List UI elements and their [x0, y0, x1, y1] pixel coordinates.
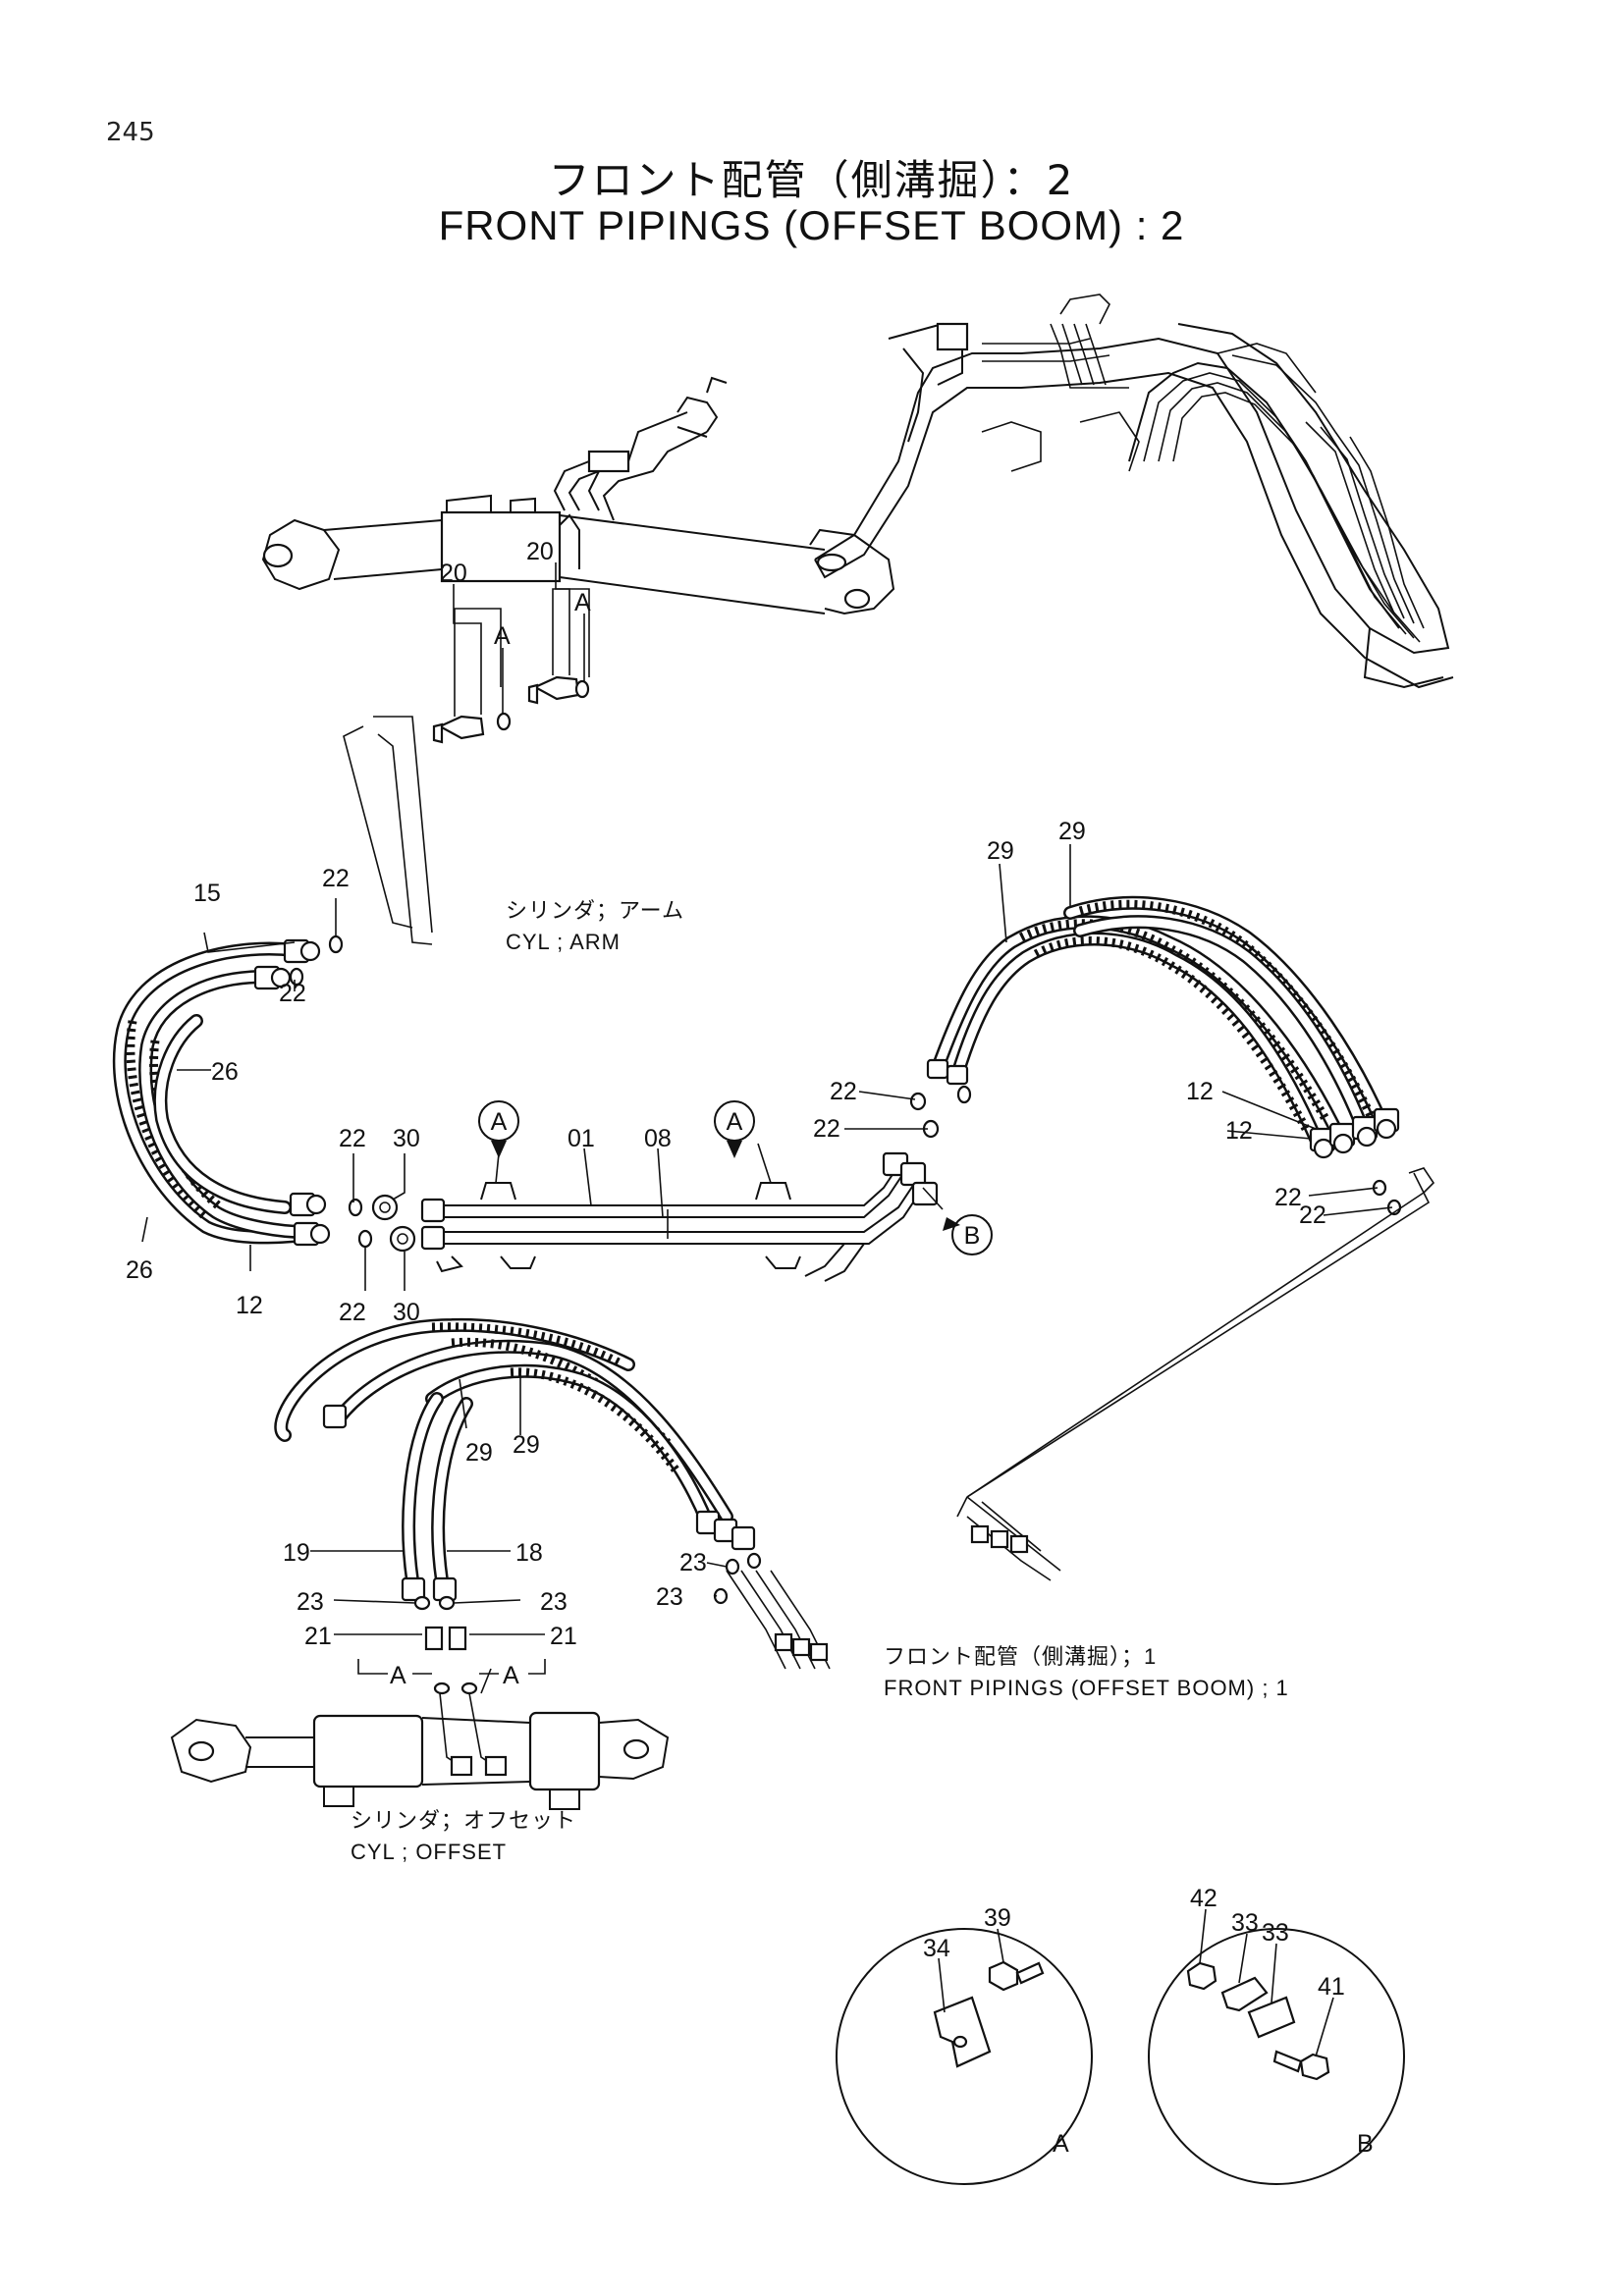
- callout-41: 41: [1318, 1973, 1345, 2001]
- excavator-overview-illustration: [814, 294, 1454, 689]
- title-english: FRONT PIPINGS (OFFSET BOOM) : 2: [438, 202, 1185, 248]
- label-cyl-arm-en: CYL ; ARM: [506, 930, 621, 954]
- label-cyl-offset-jp: シリンダ；オフセット: [351, 1808, 576, 1833]
- callout-26-b: 26: [126, 1256, 153, 1284]
- text-labels: シリンダ；アーム CYL ; ARM フロント配管（側溝掘）；1 FRONT P…: [351, 898, 1374, 2158]
- callout-23-b: 23: [540, 1588, 568, 1616]
- callout-A-a: A: [494, 622, 511, 650]
- lower-hose-assembly: [274, 1317, 1061, 1670]
- callout-19: 19: [283, 1539, 310, 1567]
- callout-30-a: 30: [393, 1125, 420, 1152]
- callout-23-a: 23: [297, 1588, 324, 1616]
- callout-A-b: A: [574, 589, 591, 616]
- right-hose-assembly: [909, 895, 1435, 1518]
- callout-01: 01: [568, 1125, 595, 1152]
- callout-08: 08: [644, 1125, 672, 1152]
- callout-23-c: 23: [679, 1549, 707, 1576]
- arm-cylinder-illustration: [261, 376, 895, 615]
- callout-15: 15: [193, 880, 221, 907]
- callout-A-c: A: [491, 1108, 508, 1136]
- callout-39: 39: [984, 1904, 1011, 1932]
- offset-cylinder-illustration: [170, 1595, 670, 1810]
- steel-pipe-assembly: [420, 1151, 939, 1282]
- callout-A-f: A: [503, 1662, 519, 1689]
- callout-33-b: 33: [1262, 1919, 1289, 1947]
- callout-34: 34: [923, 1935, 950, 1962]
- callout-B: B: [964, 1222, 981, 1250]
- callout-22-d: 22: [339, 1299, 366, 1326]
- callout-18: 18: [515, 1539, 543, 1567]
- detail-b-circle: [1148, 1928, 1405, 2185]
- callout-29-b: 29: [1058, 818, 1086, 845]
- callout-20-a: 20: [440, 560, 467, 587]
- label-cyl-arm-jp: シリンダ；アーム: [506, 898, 684, 923]
- callout-22-f: 22: [813, 1115, 840, 1143]
- callout-21-b: 21: [550, 1623, 577, 1650]
- reference-markers: A A B: [478, 1100, 993, 1255]
- callout-22-a: 22: [322, 865, 350, 892]
- detail-a-circle: [836, 1928, 1093, 2185]
- callout-22-g: 22: [1274, 1184, 1302, 1211]
- label-detail-a: A: [1053, 2130, 1069, 2158]
- label-front-pipings-en: FRONT PIPINGS (OFFSET BOOM) ; 1: [884, 1676, 1289, 1700]
- left-hose-assembly: [112, 938, 331, 1247]
- callout-30-b: 30: [393, 1299, 420, 1326]
- callout-A-d: A: [727, 1108, 743, 1136]
- seal-rings-left: [289, 934, 416, 1253]
- leader-lines: [141, 562, 1393, 2057]
- callout-22-h: 22: [1299, 1201, 1326, 1229]
- callout-12-a: 12: [236, 1292, 263, 1319]
- callout-33-a: 33: [1231, 1909, 1259, 1937]
- callout-29-d: 29: [513, 1431, 540, 1459]
- callout-22-c: 22: [339, 1125, 366, 1152]
- page-number: 245: [106, 118, 155, 147]
- label-detail-b: B: [1357, 2130, 1374, 2158]
- label-cyl-offset-en: CYL ; OFFSET: [351, 1840, 507, 1864]
- callout-20-b: 20: [526, 538, 554, 565]
- callout-26-a: 26: [211, 1058, 239, 1086]
- callout-22-e: 22: [830, 1078, 857, 1105]
- callout-29-a: 29: [987, 837, 1014, 865]
- callout-12-c: 12: [1225, 1117, 1253, 1145]
- callout-23-d: 23: [656, 1583, 683, 1611]
- callout-12-b: 12: [1186, 1078, 1214, 1105]
- callout-29-c: 29: [465, 1439, 493, 1467]
- callout-A-e: A: [390, 1662, 406, 1689]
- callout-42: 42: [1190, 1885, 1217, 1912]
- label-front-pipings-jp: フロント配管（側溝掘）；1: [884, 1644, 1157, 1669]
- callout-21-a: 21: [304, 1623, 332, 1650]
- upper-fittings-group: [343, 588, 590, 945]
- callout-22-b: 22: [279, 980, 306, 1007]
- callout-labels: 20 20 A A 15 22 22 26 26 12 22 22 30 30 …: [126, 538, 1345, 2001]
- title-japanese: フロント配管（側溝掘）：2: [548, 156, 1075, 204]
